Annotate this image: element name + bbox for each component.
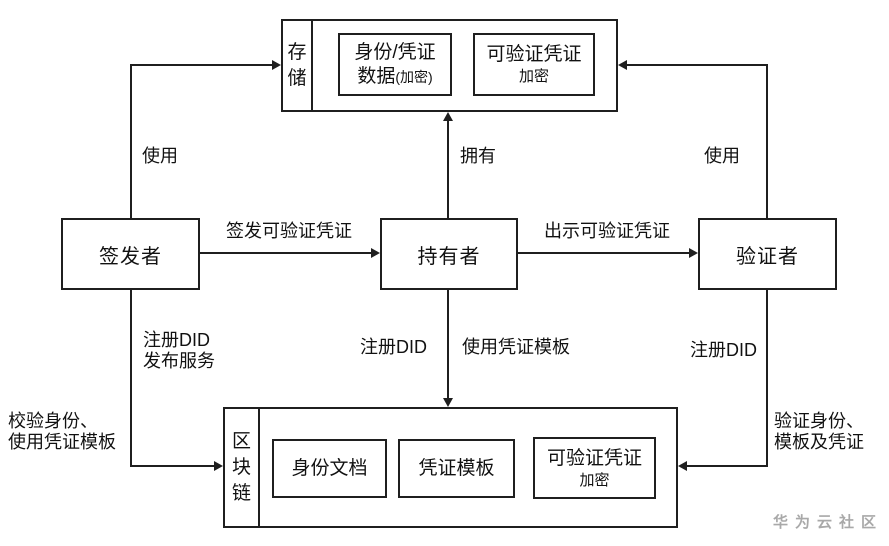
issue-vc-text: 签发可验证凭证 <box>226 221 352 241</box>
holder-chain-arrowhead <box>443 398 453 407</box>
register-did-publish-line1: 注册DID <box>143 330 210 350</box>
issuer-label: 签发者 <box>99 245 162 268</box>
holder-chain-line <box>447 290 449 399</box>
edge-label-verifier-storage: 使用 <box>704 146 740 167</box>
blockchain-label: 区块链 <box>225 409 260 526</box>
chain-vc-line2: 加密 <box>579 471 610 489</box>
data-word: 数据 <box>357 65 396 87</box>
encrypted-paren: (加密) <box>395 68 433 85</box>
verify-identity-line2: 模板及凭证 <box>774 432 864 452</box>
use-label-right: 使用 <box>704 146 740 166</box>
identity-credential-data-line1: 身份/凭证 <box>354 41 436 63</box>
edge-label-holder-chain-register: 注册DID <box>360 337 427 358</box>
edge-label-verifier-chain-verify: 验证身份、 模板及凭证 <box>774 411 864 453</box>
holder-register-did-text: 注册DID <box>360 337 427 357</box>
edge-label-holder-chain-template: 使用凭证模板 <box>462 337 570 358</box>
blockchain-label-text: 区块链 <box>232 430 252 504</box>
issuer-storage-line-horizontal <box>130 64 273 66</box>
storage-vc-line2: 加密 <box>518 68 549 85</box>
blockchain-box: 区块链 身份文档 凭证模板 可验证凭证 加密 <box>223 407 678 528</box>
check-identity-line2: 使用凭证模板 <box>8 432 116 452</box>
issuer-chain-line-horizontal <box>130 465 215 467</box>
identity-document-label: 身份文档 <box>291 457 368 479</box>
issuer-chain-arrowhead <box>214 461 223 471</box>
own-label: 拥有 <box>460 146 496 166</box>
watermark: 华为云社区 <box>772 514 883 531</box>
issuer-chain-line-vertical <box>130 290 132 467</box>
edge-label-issuer-storage: 使用 <box>142 146 178 167</box>
storage-vc-line1: 可验证凭证 <box>486 44 582 65</box>
verifier-box: 验证者 <box>698 218 837 290</box>
storage-label: 存储 <box>283 21 313 110</box>
verifier-storage-arrowhead <box>618 60 627 70</box>
issue-vc-arrowhead <box>371 248 380 258</box>
holder-storage-arrowhead <box>443 112 453 121</box>
holder-label: 持有者 <box>417 245 481 268</box>
edge-label-verifier-chain-register: 注册DID <box>690 340 757 361</box>
present-vc-arrowhead <box>689 248 698 258</box>
verifier-chain-line-horizontal <box>686 465 768 467</box>
issuer-box: 签发者 <box>61 218 200 290</box>
holder-box: 持有者 <box>380 218 518 290</box>
credential-template-box: 凭证模板 <box>398 439 515 498</box>
use-template-text: 使用凭证模板 <box>462 337 570 357</box>
edge-label-issue-vc: 签发可验证凭证 <box>226 221 352 242</box>
verifier-storage-line-vertical <box>766 64 768 218</box>
verifier-label: 验证者 <box>736 245 799 268</box>
verifier-chain-line-vertical <box>766 290 768 467</box>
chain-vc-line1: 可验证凭证 <box>546 447 642 469</box>
verifier-register-did-text: 注册DID <box>690 340 757 360</box>
verifier-storage-line-horizontal <box>627 64 768 66</box>
issue-vc-line <box>200 252 372 254</box>
verify-identity-line1: 验证身份、 <box>774 411 864 431</box>
edge-label-issuer-chain-use: 校验身份、 使用凭证模板 <box>8 411 116 453</box>
storage-label-text: 存储 <box>287 41 307 89</box>
present-vc-line <box>518 252 690 254</box>
edge-label-holder-storage: 拥有 <box>460 146 496 167</box>
storage-verifiable-credential-box: 可验证凭证 加密 <box>473 33 595 96</box>
use-label-left: 使用 <box>142 146 178 166</box>
present-vc-text: 出示可验证凭证 <box>544 221 670 241</box>
verifier-chain-arrowhead <box>678 461 687 471</box>
storage-box: 存储 身份/凭证 数据(加密) 可验证凭证 加密 <box>281 19 618 112</box>
edge-label-present-vc: 出示可验证凭证 <box>544 221 670 242</box>
identity-document-box: 身份文档 <box>272 439 387 498</box>
identity-credential-data-line2: 数据(加密) <box>357 65 432 89</box>
register-did-publish-line2: 发布服务 <box>143 351 215 371</box>
credential-template-label: 凭证模板 <box>418 457 495 479</box>
chain-verifiable-credential-box: 可验证凭证 加密 <box>533 437 656 499</box>
holder-storage-line <box>447 121 449 218</box>
identity-credential-data-box: 身份/凭证 数据(加密) <box>338 33 452 96</box>
issuer-storage-line-vertical <box>130 64 132 218</box>
check-identity-line1: 校验身份、 <box>8 411 98 431</box>
issuer-storage-arrowhead <box>272 60 281 70</box>
edge-label-issuer-chain: 注册DID 发布服务 <box>143 330 215 372</box>
